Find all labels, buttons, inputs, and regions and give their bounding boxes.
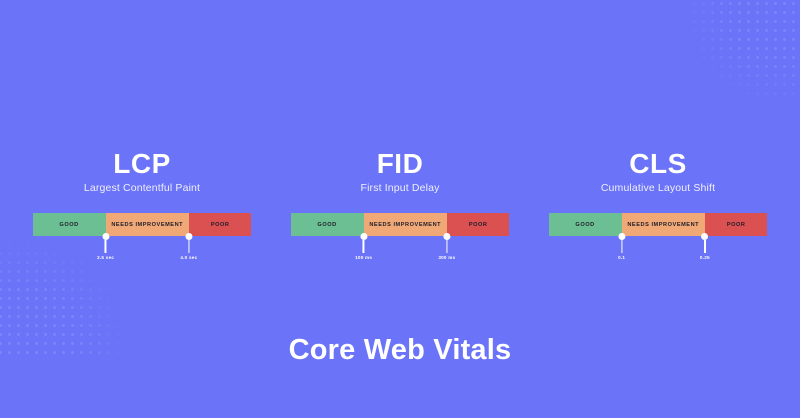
segment-good: GOOD <box>290 213 364 237</box>
threshold-label: 0.1 <box>618 254 626 260</box>
marker-dot-icon <box>443 232 451 240</box>
metric-card-cls: CLS Cumulative Layout Shift GOOD NEEDS I… <box>542 148 774 260</box>
segment-poor: POOR <box>446 213 510 237</box>
threshold-marker: 300 ms <box>438 232 456 260</box>
marker-stem-icon <box>362 239 365 253</box>
decorative-dot-pattern-top-right <box>672 0 800 100</box>
marker-dot-icon <box>102 232 110 240</box>
marker-dot-icon <box>185 232 193 240</box>
metric-abbreviation: CLS <box>629 148 687 179</box>
threshold-marker: 2.5 sec <box>97 232 115 260</box>
threshold-marker: 4.0 sec <box>180 232 198 260</box>
threshold-bar-lcp: GOOD NEEDS IMPROVEMENT POOR 2.5 sec 4.0 … <box>32 213 252 260</box>
marker-stem-icon <box>104 239 107 253</box>
threshold-label: 100 ms <box>355 254 373 260</box>
threshold-bar-fid: GOOD NEEDS IMPROVEMENT POOR 100 ms 300 m… <box>290 213 510 260</box>
segment-needs-improvement: NEEDS IMPROVEMENT <box>363 213 447 237</box>
threshold-label: 4.0 sec <box>180 254 198 260</box>
metric-abbreviation: LCP <box>113 148 171 179</box>
metric-full-name: Cumulative Layout Shift <box>600 182 716 195</box>
metric-abbreviation: FID <box>376 148 424 179</box>
rating-bar: GOOD NEEDS IMPROVEMENT POOR <box>548 213 768 237</box>
marker-stem-icon <box>188 239 190 253</box>
threshold-bar-cls: GOOD NEEDS IMPROVEMENT POOR 0.1 0.25 <box>548 213 768 260</box>
metric-full-name: Largest Contentful Paint <box>83 182 201 195</box>
segment-needs-improvement: NEEDS IMPROVEMENT <box>621 213 705 237</box>
segment-good: GOOD <box>32 213 106 237</box>
segment-needs-improvement: NEEDS IMPROVEMENT <box>105 213 189 237</box>
marker-stem-icon <box>446 239 448 253</box>
metrics-row: LCP Largest Contentful Paint GOOD NEEDS … <box>0 148 800 260</box>
metric-card-fid: FID First Input Delay GOOD NEEDS IMPROVE… <box>284 148 516 260</box>
marker-stem-icon <box>704 239 706 253</box>
threshold-label: 300 ms <box>438 254 456 260</box>
threshold-label: 0.25 <box>699 254 710 260</box>
marker-dot-icon <box>701 232 709 240</box>
threshold-label: 2.5 sec <box>97 254 115 260</box>
marker-dot-icon <box>618 232 626 240</box>
threshold-marker: 100 ms <box>355 232 373 260</box>
rating-bar: GOOD NEEDS IMPROVEMENT POOR <box>290 213 510 237</box>
marker-dot-icon <box>360 232 368 240</box>
metric-full-name: First Input Delay <box>360 182 440 195</box>
rating-bar: GOOD NEEDS IMPROVEMENT POOR <box>32 213 252 237</box>
segment-good: GOOD <box>548 213 622 237</box>
page-title: Core Web Vitals <box>288 334 512 366</box>
metric-card-lcp: LCP Largest Contentful Paint GOOD NEEDS … <box>26 148 258 260</box>
segment-poor: POOR <box>188 213 252 237</box>
threshold-marker: 0.25 <box>699 232 710 260</box>
marker-stem-icon <box>620 239 623 253</box>
threshold-marker: 0.1 <box>618 232 626 260</box>
segment-poor: POOR <box>704 213 768 237</box>
